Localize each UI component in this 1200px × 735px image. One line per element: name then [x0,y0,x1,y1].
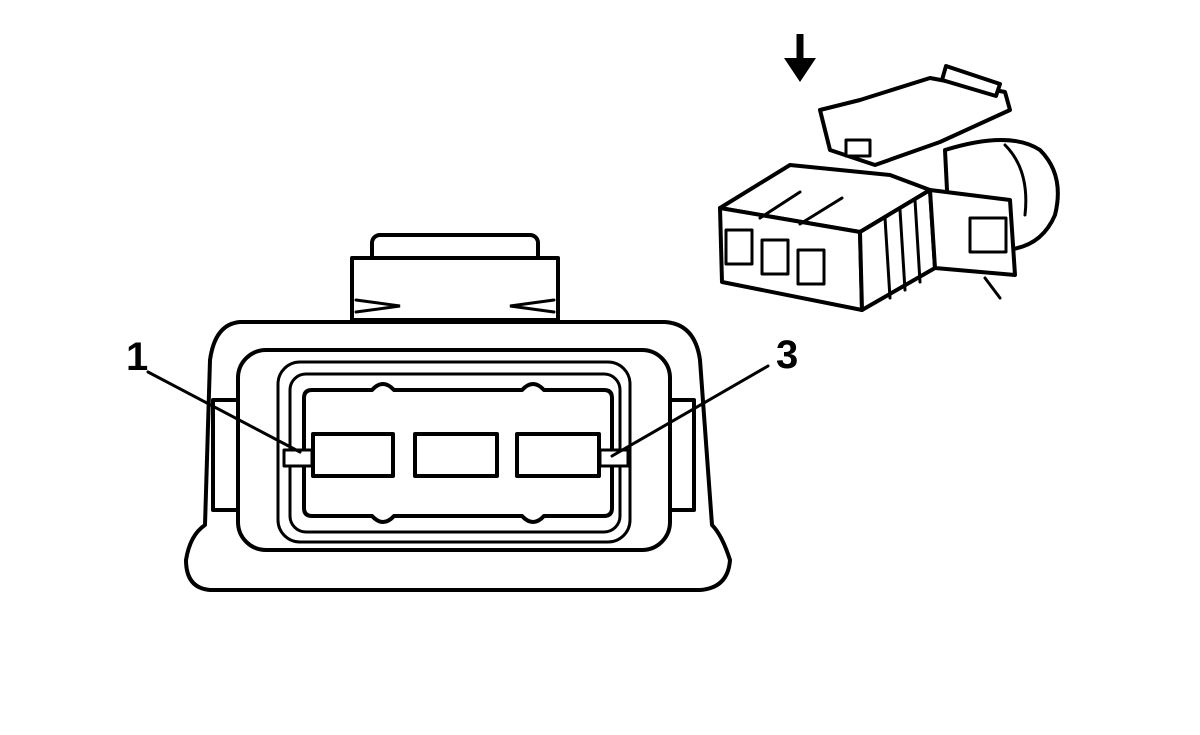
key-right [598,448,630,468]
latch-notch-right [509,298,556,314]
side-ear-right [666,398,696,512]
latch-window [844,138,872,158]
latch-grip [940,64,1002,98]
terminal-2 [413,432,499,478]
rear-lock [968,216,1008,254]
front-divider-1 [758,190,802,220]
seal-rib-2 [898,208,907,292]
label-pin-3: 3 [776,333,798,377]
seal-rib-3 [913,198,922,284]
front-divider-2 [798,196,844,226]
label-pin-1: 1 [126,335,148,379]
callouts: 1 3 [126,333,798,458]
cable-boot-ridge [1003,143,1028,217]
connector-front-view [184,233,732,592]
iso-terminal-2 [760,238,790,276]
arrow-down-icon [784,34,816,82]
leader-line-pin-1 [146,370,302,454]
iso-terminal-1 [724,228,754,266]
latch-notch-left [354,298,401,314]
terminal-1 [311,432,395,478]
iso-terminal-3 [796,248,826,286]
leader-line-pin-3 [610,364,770,458]
latch-housing [350,256,560,322]
rear-foot [983,276,1002,300]
connector-isometric-view [718,64,1060,312]
seal-rib-1 [883,216,892,300]
terminal-3 [515,432,601,478]
